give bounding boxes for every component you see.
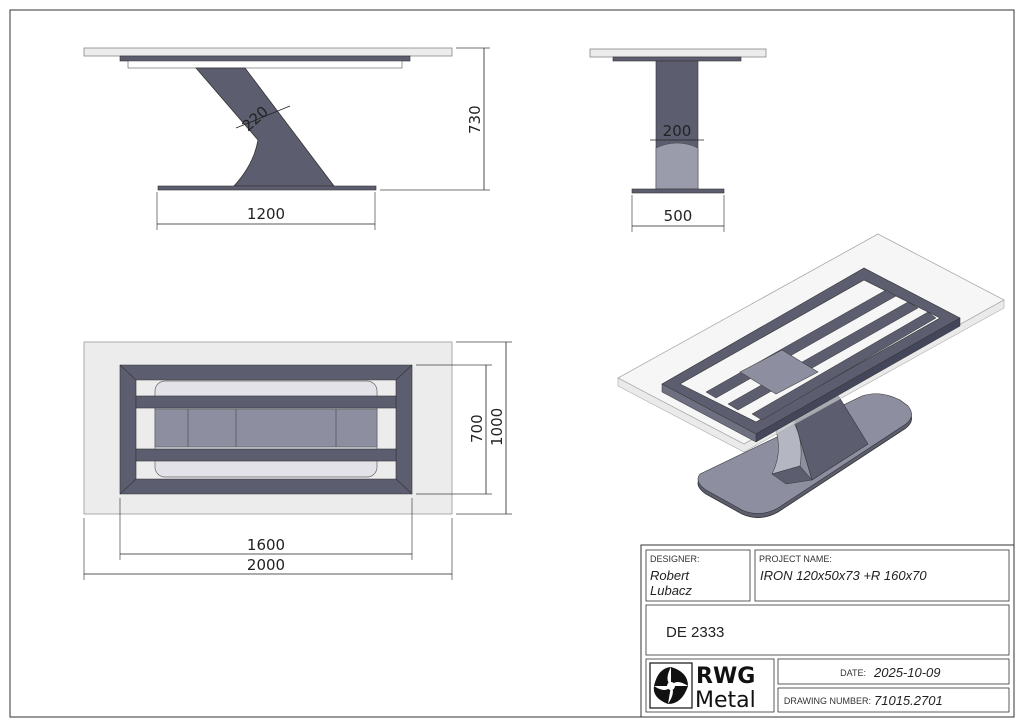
logo-cell [645, 658, 775, 713]
date-cell [777, 658, 1010, 685]
iso-tabletop-edge [617, 299, 1005, 453]
project-cell [754, 549, 1010, 602]
drawing-number-cell [777, 687, 1010, 713]
logo-line1: RWG [696, 664, 755, 689]
side-base-plate [631, 188, 725, 194]
side-leg-curve [655, 142, 699, 190]
side-base-label: 500 [664, 207, 693, 225]
isometric-view [617, 233, 1005, 518]
iso-leg-foot [771, 465, 813, 485]
drawing-number-value: 71015.2701 [874, 693, 943, 708]
project-name: IRON 120x50x73 +R 160x70 [760, 568, 927, 583]
frame-miter [395, 364, 413, 381]
leg-dim-line [235, 105, 291, 129]
front-z-leg [195, 67, 335, 187]
front-frame-inner [127, 60, 403, 69]
iso-crossbar [751, 311, 937, 421]
frame-length-label: 1600 [247, 536, 285, 554]
front-frame [119, 55, 411, 62]
top-crossbar-upper [135, 395, 397, 409]
top-view: 1600 2000 700 1000 [83, 341, 512, 580]
frame-miter [119, 364, 137, 381]
front-width-label: 1200 [247, 205, 285, 223]
designer-name-line1: Robert [650, 568, 690, 583]
top-width-label: 1000 [488, 408, 506, 446]
top-length-label: 2000 [247, 556, 285, 574]
designer-cell [645, 549, 751, 602]
side-tabletop [589, 48, 767, 58]
frame-miter [395, 478, 413, 495]
date-value: 2025-10-09 [873, 665, 941, 680]
top-crossbar-lower [135, 448, 397, 462]
logo-line2: Metal [695, 688, 756, 713]
side-leg-label: 200 [663, 122, 692, 140]
project-label: PROJECT NAME: [759, 554, 832, 564]
code-cell [645, 604, 1010, 656]
title-block: DESIGNER: Robert Lubacz PROJECT NAME: IR… [640, 544, 1015, 718]
iso-frame-edge [661, 383, 757, 443]
side-frame [612, 56, 742, 62]
top-leg-plate [154, 408, 378, 448]
rwg-logo-icon [649, 662, 693, 709]
drawing-number-label: DRAWING NUMBER: [784, 696, 871, 706]
iso-center-plate [739, 349, 819, 395]
frame-width-label: 700 [468, 414, 486, 443]
front-base-plate [157, 185, 377, 191]
designer-label: DESIGNER: [650, 554, 700, 564]
side-view: 200 500 [589, 48, 767, 232]
designer-name-line2: Lubacz [650, 583, 692, 598]
date-label: DATE: [840, 668, 866, 678]
front-view: 220 1200 730 [83, 47, 490, 230]
frame-miter [119, 478, 137, 495]
front-tabletop [83, 47, 453, 57]
sheet-border [9, 9, 1015, 718]
height-label: 730 [466, 105, 484, 134]
drawing-code: DE 2333 [666, 624, 724, 641]
